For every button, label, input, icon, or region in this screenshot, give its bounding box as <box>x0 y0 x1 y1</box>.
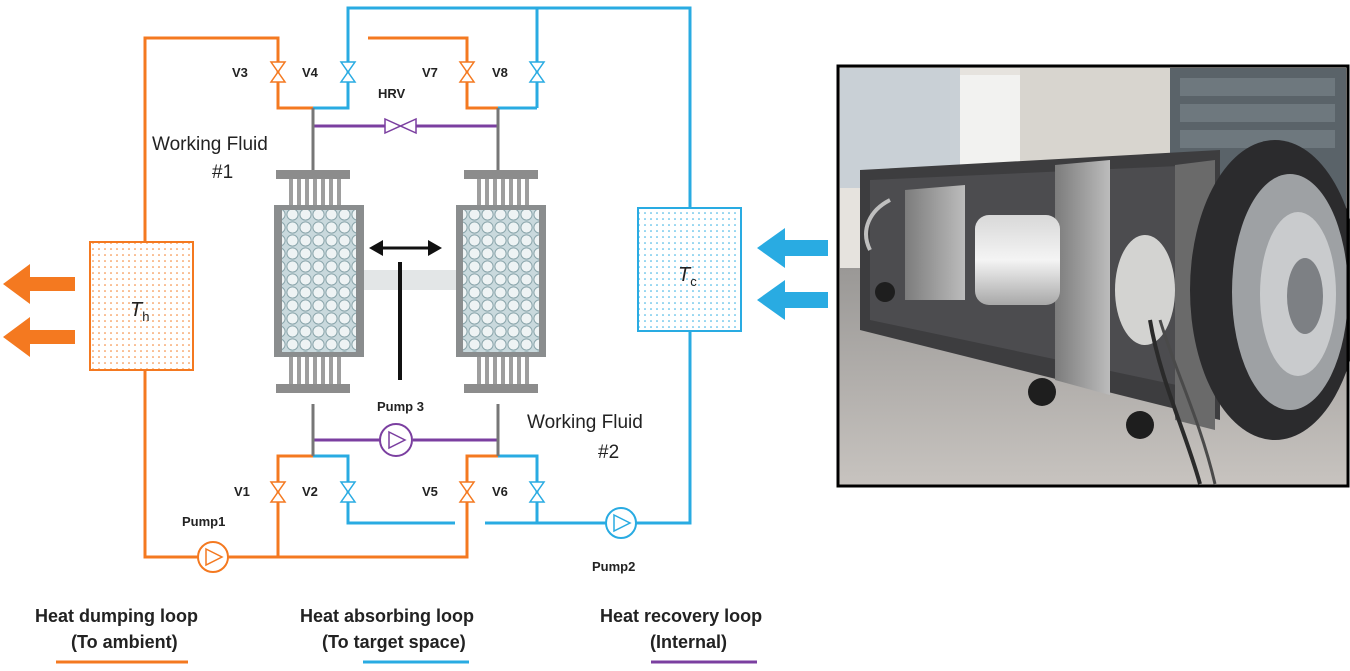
valve-label-v6: V6 <box>492 484 508 499</box>
pump1-icon <box>197 541 229 573</box>
valve-label-v5: V5 <box>422 484 438 499</box>
double-arrow-icon <box>369 240 442 256</box>
valve-v7 <box>458 61 476 83</box>
valve-label-hrv: HRV <box>378 86 406 101</box>
valve-label-v3: V3 <box>232 65 248 80</box>
hot-reservoir <box>89 241 194 371</box>
legend-dumping-line2: (To ambient) <box>71 632 178 652</box>
valve-v2 <box>339 481 357 503</box>
valve-label-v7: V7 <box>422 65 438 80</box>
valve-v4 <box>339 61 357 83</box>
pump1-label: Pump1 <box>182 514 225 529</box>
valve-hrv <box>384 117 417 135</box>
legend-dumping-line1: Heat dumping loop <box>35 606 198 626</box>
valve-v6 <box>528 481 546 503</box>
working-fluid-1-line2: #1 <box>212 162 233 183</box>
valve-label-v1: V1 <box>234 484 250 499</box>
regenerator-bed-1 <box>274 170 364 393</box>
working-fluid-1-line1: Working Fluid <box>152 134 268 155</box>
drive-rod <box>398 262 402 380</box>
valve-label-v2: V2 <box>302 484 318 499</box>
pump3-label: Pump 3 <box>377 399 424 414</box>
legend: Heat dumping loop (To ambient) Heat abso… <box>35 606 762 664</box>
heat-absorbing-loop <box>313 6 692 525</box>
valve-v8 <box>528 61 546 83</box>
cold-reservoir <box>637 207 742 332</box>
valve-label-v8: V8 <box>492 65 508 80</box>
heat-recovery-loop <box>313 124 498 442</box>
heat-in-arrow-bottom-icon <box>757 280 828 320</box>
heat-out-arrow-top-icon <box>3 264 75 304</box>
valve-v3 <box>269 61 287 83</box>
working-fluid-2-line1: Working Fluid <box>527 412 643 433</box>
valve-label-v4: V4 <box>302 65 319 80</box>
legend-recovery-line1: Heat recovery loop <box>600 606 762 626</box>
heat-out-arrow-bottom-icon <box>3 317 75 357</box>
legend-recovery-line2: (Internal) <box>650 632 727 652</box>
hot-reservoir-label: Th <box>130 299 149 324</box>
valve-v5 <box>458 481 476 503</box>
pump2-icon <box>605 507 637 539</box>
legend-absorbing-line1: Heat absorbing loop <box>300 606 474 626</box>
regenerator-bed-2 <box>456 170 546 393</box>
heat-in-arrow-top-icon <box>757 228 828 268</box>
legend-absorbing-line2: (To target space) <box>322 632 466 652</box>
working-fluid-2-line2: #2 <box>598 442 619 463</box>
bed-connectors <box>311 108 500 456</box>
pump2-label: Pump2 <box>592 559 635 574</box>
valve-v1 <box>269 481 287 503</box>
prototype-photo <box>836 64 1350 488</box>
magnet-bar <box>364 270 456 290</box>
pump3-icon <box>379 423 413 457</box>
cold-reservoir-label: Tc <box>678 264 697 289</box>
